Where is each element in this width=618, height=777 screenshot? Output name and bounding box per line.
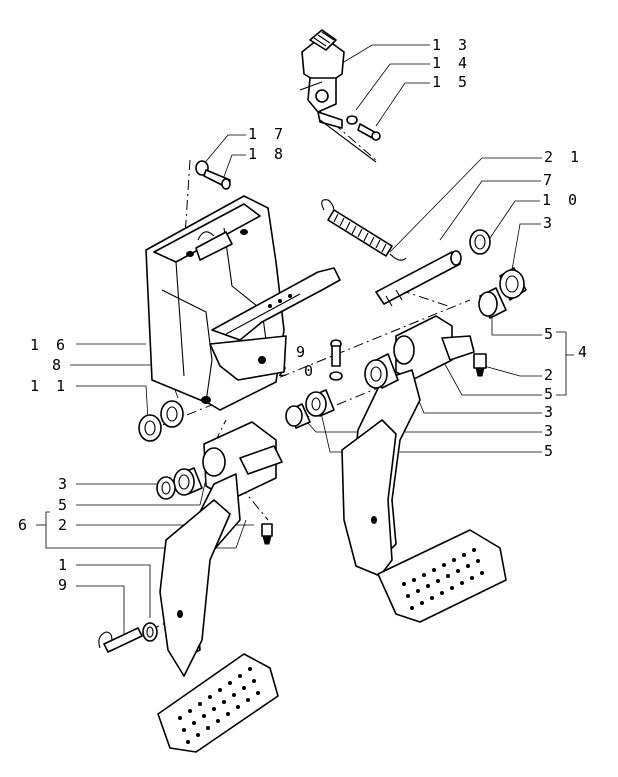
switch-axis (319, 119, 377, 163)
pivot-screw (329, 339, 343, 381)
callout-3-c: 3 (544, 422, 557, 440)
callout-13: 1 3 (432, 36, 471, 54)
brake-switch (299, 29, 345, 129)
o-ring (469, 229, 491, 255)
pivot-shaft (375, 250, 462, 307)
callout-labels: 1 3 1 4 1 5 1 7 1 8 2 1 7 1 0 3 1 6 8 1 … (18, 36, 591, 594)
callout-9: 9 (58, 576, 71, 594)
callout-8: 8 (52, 356, 65, 374)
callout-3-b: 3 (544, 403, 557, 421)
callout-5-b: 5 (544, 385, 557, 403)
callout-5-c: 5 (544, 442, 557, 460)
callout-5-left: 5 (58, 496, 71, 514)
callout-7: 7 (543, 171, 556, 189)
bushing-top (499, 267, 527, 301)
callout-15: 1 5 (432, 73, 471, 91)
callout-2-a: 2 (544, 366, 557, 384)
switch-screw (357, 123, 381, 141)
callout-21: 2 1 (544, 148, 583, 166)
callout-16: 1 6 (30, 336, 69, 354)
callout-20: 2 0 (278, 362, 317, 380)
callout-3-top: 3 (543, 214, 556, 232)
spacer-sleeve (478, 287, 507, 319)
switch-washer (346, 115, 358, 125)
return-spring (321, 199, 407, 261)
center-bushings (285, 353, 399, 429)
support-arm (209, 267, 341, 381)
callout-14: 1 4 (432, 54, 471, 72)
callout-3-left: 3 (58, 475, 71, 493)
bracket-bushings-left (138, 400, 184, 442)
callout-10: 1 0 (542, 191, 581, 209)
brake-pedal (341, 315, 507, 623)
callout-17: 1 7 (248, 125, 287, 143)
grease-nipple-left (261, 523, 273, 545)
clevis-clip (142, 622, 158, 642)
callout-5-a: 5 (544, 325, 557, 343)
callout-18: 1 8 (248, 145, 287, 163)
callout-9-top: 9 (296, 343, 309, 361)
callout-1: 1 (58, 556, 71, 574)
pedal-bushings-left (156, 467, 203, 500)
callout-2-left: 2 (58, 516, 71, 534)
callout-6: 6 (18, 516, 31, 534)
clutch-pedal (157, 421, 283, 753)
callout-11: 1 1 (30, 377, 69, 395)
grease-nipple-right (473, 353, 487, 377)
bracket-bolt (195, 160, 231, 190)
brake-pad-dots (402, 548, 484, 610)
callout-4: 4 (578, 343, 591, 361)
clutch-pad-dots (178, 667, 260, 744)
clevis-pin (98, 627, 143, 653)
